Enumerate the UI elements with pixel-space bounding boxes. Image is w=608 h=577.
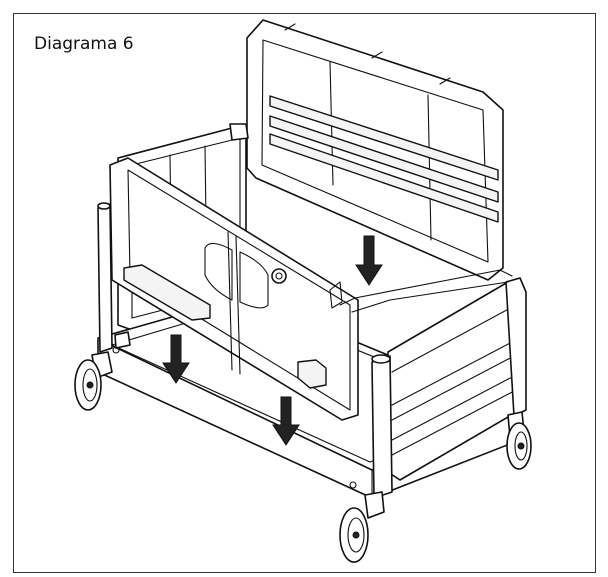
arrow-down-icon bbox=[162, 334, 190, 384]
caster-front-left bbox=[74, 351, 113, 411]
left-corner-post bbox=[97, 202, 113, 353]
caster-front-right bbox=[339, 491, 385, 563]
back-lid-panel bbox=[246, 19, 504, 281]
front-folding-panel bbox=[109, 157, 359, 421]
diagram-title: Diagrama 6 bbox=[34, 34, 134, 54]
rear-right-rim bbox=[339, 269, 513, 313]
caster-rear-right bbox=[506, 411, 532, 470]
diagram-frame bbox=[13, 13, 596, 573]
arrow-down-icon bbox=[272, 396, 300, 446]
right-corner-post bbox=[371, 354, 393, 499]
caster-rear-left bbox=[114, 331, 131, 349]
arrow-down-icon bbox=[355, 235, 383, 286]
